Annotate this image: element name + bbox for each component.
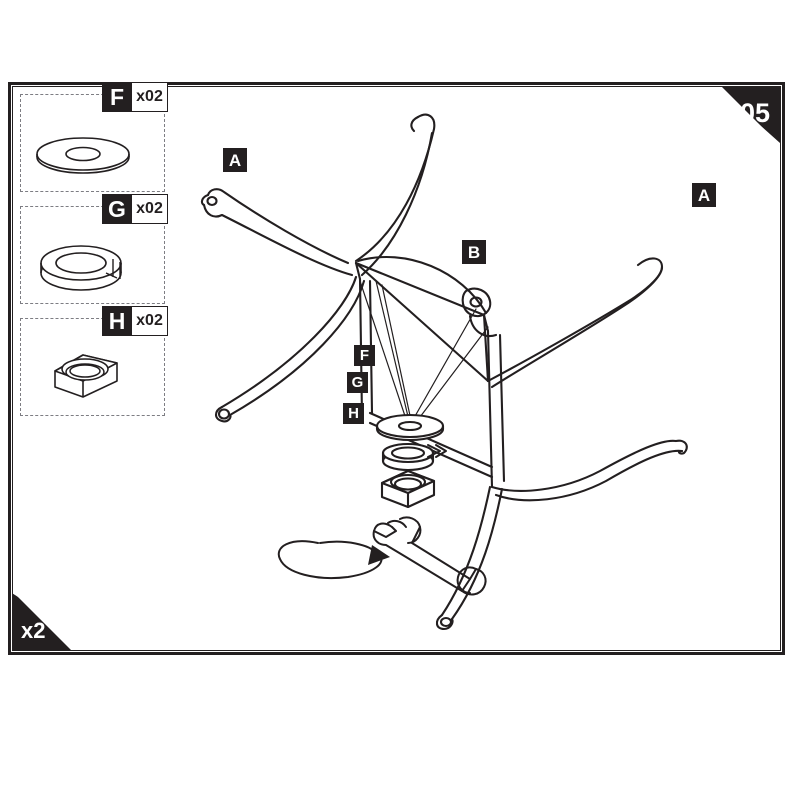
- part-box-g: G x02: [20, 194, 168, 304]
- assembly-line-art: [200, 113, 688, 631]
- part-qty-g: x02: [132, 194, 168, 224]
- callout-tag-h: H: [343, 403, 364, 424]
- callout-tag-a-left: A: [223, 148, 247, 172]
- callout-tag-g: G: [347, 372, 368, 393]
- callout-tag-b: B: [462, 240, 486, 264]
- callout-tag-a-right: A: [692, 183, 716, 207]
- part-qty-h: x02: [132, 306, 168, 336]
- repeat-count: x2: [21, 618, 46, 643]
- step-number-corner: 05: [685, 87, 780, 145]
- part-badge-g: G x02: [102, 194, 168, 224]
- spring-washer-icon: [21, 229, 166, 303]
- callout-tag-f: F: [354, 345, 375, 366]
- parts-list-panel: F x02 G x02: [16, 82, 168, 420]
- part-code-h: H: [102, 306, 132, 336]
- part-code-f: F: [102, 82, 132, 112]
- repeat-count-corner: x2: [13, 592, 105, 650]
- part-code-g: G: [102, 194, 132, 224]
- hex-nut-icon: [21, 341, 166, 415]
- assembly-diagram: A A B F G H: [170, 95, 785, 645]
- flat-washer-icon: [21, 117, 166, 191]
- part-box-f: F x02: [20, 82, 168, 192]
- part-qty-f: x02: [132, 82, 168, 112]
- part-badge-f: F x02: [102, 82, 168, 112]
- step-number: 05: [739, 98, 770, 128]
- part-badge-h: H x02: [102, 306, 168, 336]
- part-box-h: H x02: [20, 306, 168, 416]
